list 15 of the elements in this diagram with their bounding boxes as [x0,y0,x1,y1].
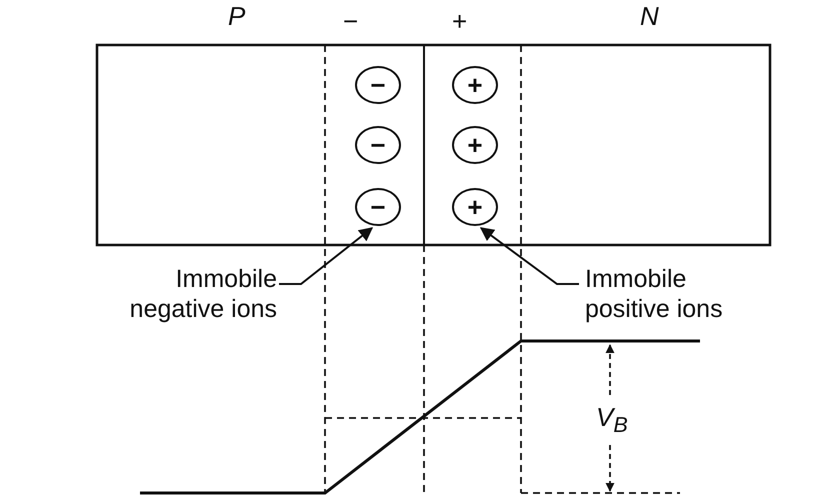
region-label: P [228,3,246,29]
callout-label: Immobile negative ions [97,262,277,326]
ion-circle: − [355,188,401,226]
leader-line [279,227,374,285]
ion-circle: + [452,126,498,164]
leader-line [480,227,579,285]
callout-label: Immobile positive ions [585,262,775,326]
region-label: N [640,3,659,29]
charge-sign: − [343,8,358,34]
ion-circle: − [355,66,401,104]
ion-circle: − [355,126,401,164]
ion-circle: + [452,188,498,226]
voltage-label: V$_{B}$ [596,404,628,436]
ion-circle: + [452,66,498,104]
charge-sign: + [452,8,468,34]
